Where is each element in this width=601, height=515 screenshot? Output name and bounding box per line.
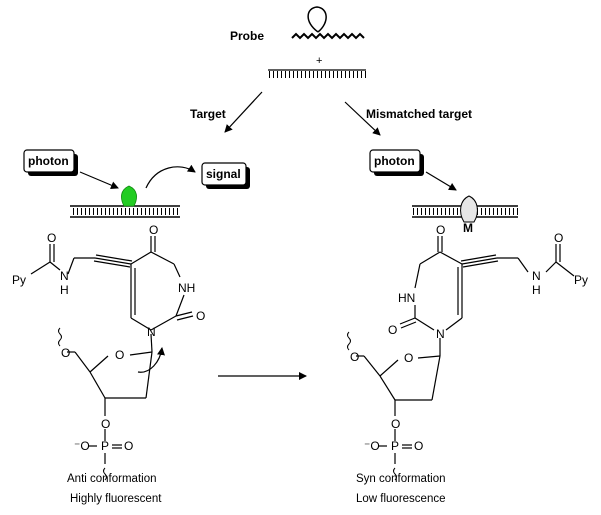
left-o-amide: O xyxy=(47,231,56,245)
photon-arrow-right xyxy=(425,171,457,191)
left-o-minus: ⁻O xyxy=(74,439,90,453)
right-o3: O xyxy=(391,417,400,431)
probe-hairpin-strand xyxy=(291,6,365,40)
left-h-amide: H xyxy=(60,283,69,297)
right-o4: O xyxy=(436,223,445,237)
emission-arrow xyxy=(145,164,196,189)
photon-box-left: photon xyxy=(23,149,78,176)
left-wavy-bottom xyxy=(103,467,107,481)
photon-label-left: photon xyxy=(28,154,69,168)
photon-arrow-left xyxy=(79,171,119,189)
left-o5: O xyxy=(61,346,70,360)
photon-box-right: photon xyxy=(369,149,424,176)
right-molecule-atoms: O HN O N N H O Py O O O ⁻O P O xyxy=(350,223,588,453)
right-o-ring: O xyxy=(404,351,413,365)
left-wavy-5prime xyxy=(58,327,62,347)
target-strand xyxy=(268,69,366,78)
mismatch-label: M xyxy=(463,221,473,235)
right-o2: O xyxy=(388,323,397,337)
probe-label: Probe xyxy=(230,29,264,43)
right-o-amide: O xyxy=(554,231,563,245)
right-p: P xyxy=(391,439,399,453)
right-n1: N xyxy=(436,327,445,341)
right-molecule-bonds xyxy=(356,236,575,464)
left-molecule-bonds xyxy=(30,236,194,464)
left-caption-line1: Anti conformation xyxy=(67,473,157,485)
left-nh3: NH xyxy=(178,281,195,295)
signal-label: signal xyxy=(206,167,241,181)
right-hn3: HN xyxy=(398,291,415,305)
quenched-fluorophore xyxy=(460,195,478,223)
left-o4: O xyxy=(149,223,158,237)
left-o3: O xyxy=(101,417,110,431)
green-fluorophore xyxy=(121,185,137,207)
right-o-minus: ⁻O xyxy=(364,439,380,453)
right-o-double: O xyxy=(414,439,423,453)
left-py: Py xyxy=(12,273,26,287)
right-wavy-bottom xyxy=(393,467,397,481)
left-molecule-atoms: Py O N H O NH O N O O O ⁻O P O xyxy=(12,223,205,453)
photon-label-right: photon xyxy=(374,154,415,168)
right-o5: O xyxy=(350,350,359,364)
right-wavy-5prime xyxy=(347,331,351,351)
signal-box: signal xyxy=(201,162,250,189)
right-h-amide: H xyxy=(532,283,541,297)
right-py: Py xyxy=(574,273,588,287)
left-n-amide: N xyxy=(60,269,69,283)
plus-sign: + xyxy=(316,55,322,67)
left-o2: O xyxy=(196,309,205,323)
left-p: P xyxy=(101,439,109,453)
right-caption-line2: Low fluorescence xyxy=(356,493,446,505)
mismatched-target-label: Mismatched target xyxy=(366,107,472,121)
rotation-arrow xyxy=(137,347,165,373)
left-caption-line2: Highly fluorescent xyxy=(70,493,162,505)
arrow-to-target xyxy=(224,91,263,133)
left-o-double: O xyxy=(124,439,133,453)
right-n-amide: N xyxy=(532,269,541,283)
arrow-to-mismatched xyxy=(344,101,381,136)
target-label: Target xyxy=(190,107,226,121)
left-n1: N xyxy=(147,325,156,339)
matched-duplex xyxy=(70,205,180,218)
left-o-ring: O xyxy=(115,348,124,362)
right-caption-line1: Syn conformation xyxy=(356,473,446,485)
